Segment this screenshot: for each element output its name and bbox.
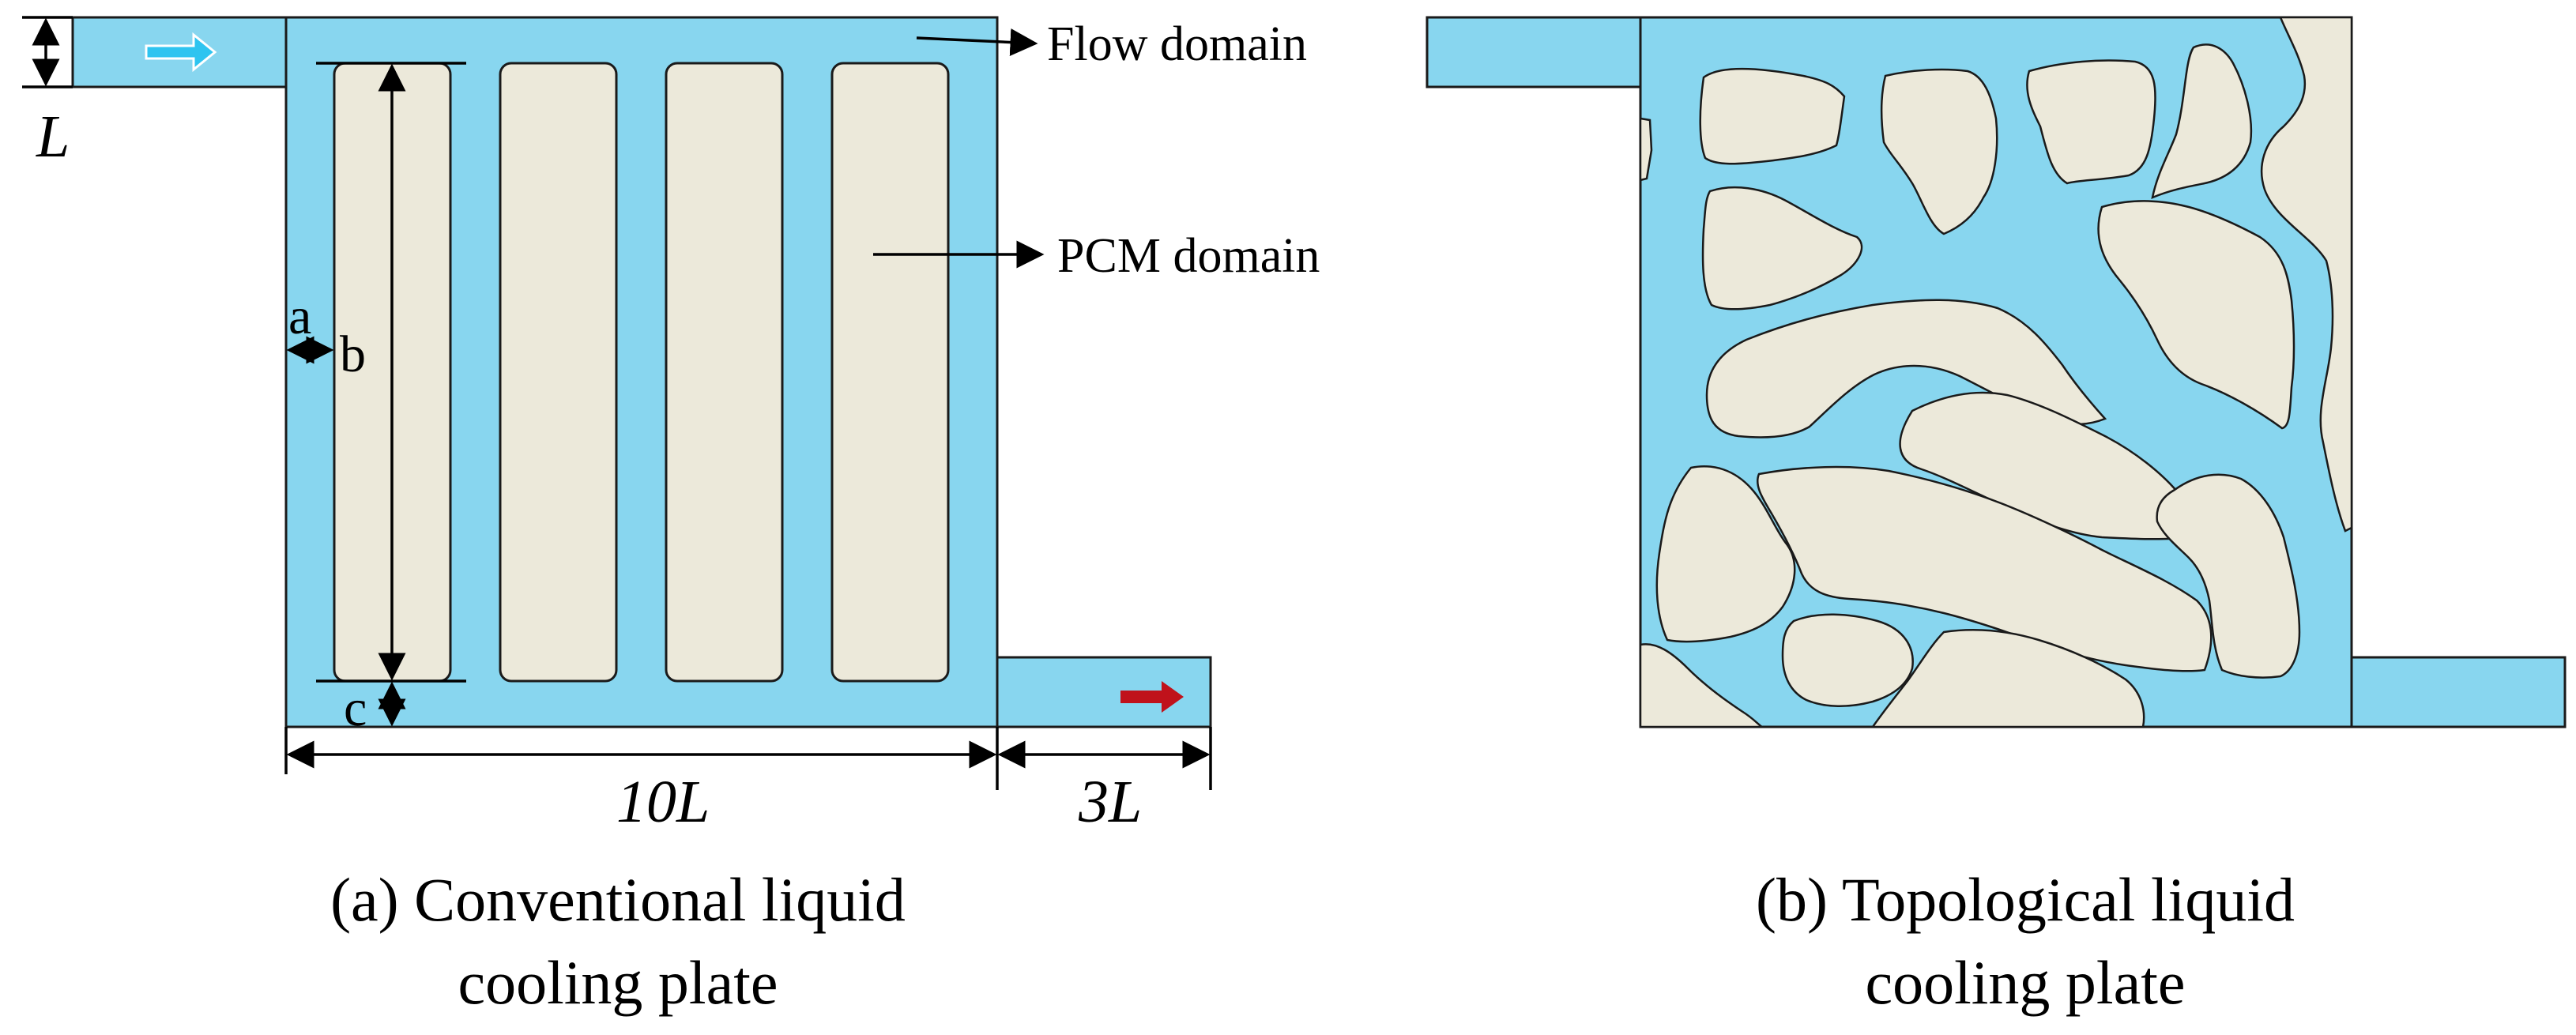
pcm-island [2026,59,2156,185]
pcm-island [1781,613,1914,707]
outlet-arrow-icon [1120,681,1184,713]
dim-10L-label: 10L [616,769,710,835]
dim-L-marker [22,16,73,88]
inlet-channel-b [1425,16,1642,88]
pcm-islands [1639,16,2353,728]
dim-10L-marker [284,727,999,790]
caption-b-line2: cooling plate [1865,948,2185,1017]
flow-domain-label: Flow domain [1047,17,1307,71]
pcm-island [1870,629,2145,728]
pcm-strip-2 [499,62,618,683]
caption-a-line1: (a) Conventional liquid [330,865,906,934]
pcm-island [2156,473,2301,679]
pcm-island [1639,643,1763,728]
dim-3L-label: 3L [1078,769,1142,835]
pcm-island [1699,67,1846,165]
pcm-island [1880,68,1998,235]
inlet-arrow-icon [145,32,217,73]
dim-L-label: L [36,104,70,170]
caption-b-line1: (b) Topological liquid [1756,865,2295,934]
dim-b-marker [316,62,466,683]
pcm-domain-label: PCM domain [1057,229,1320,283]
pcm-island [1701,186,1863,310]
dim-b-label: b [340,326,366,383]
pcm-strip-3 [665,62,784,683]
dim-a-label: a [288,288,311,345]
outlet-channel [996,656,1212,728]
pcm-island [2260,16,2353,533]
dim-3L-marker [997,727,1212,790]
dim-c-label: c [344,679,367,737]
pcm-strip-4 [830,62,950,683]
flow-domain-leader [916,28,1038,57]
pcm-island [2097,200,2295,430]
pcm-island [1639,117,1653,182]
caption-a-line2: cooling plate [458,948,778,1017]
panel-b-topological-plate: (b) Topological liquid cooling plate [1425,16,2567,1017]
pcm-island [1655,465,1796,643]
panel-a-conventional-plate: L b a c 10L 3L [22,16,1320,1017]
outlet-channel-b [2350,656,2567,728]
pcm-island [2151,43,2253,200]
pcm-island [1757,465,2213,672]
